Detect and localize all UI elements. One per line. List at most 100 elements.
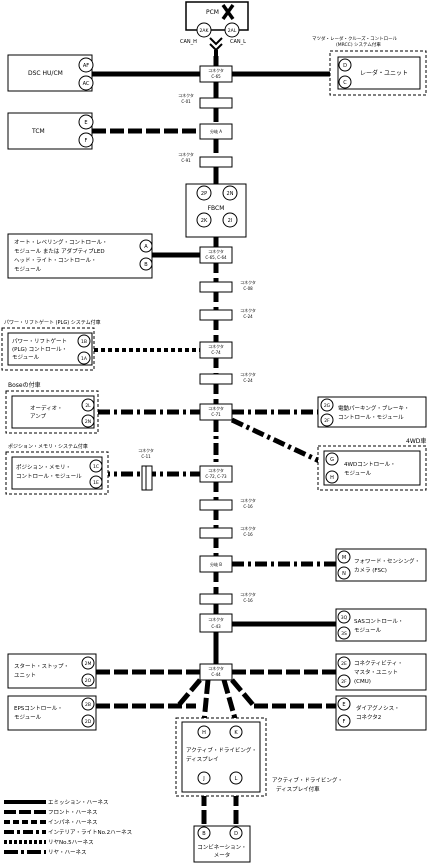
svg-text:分岐 A: 分岐 A (210, 128, 222, 134)
svg-text:モジュール: モジュール (12, 354, 40, 361)
svg-text:2B: 2B (85, 702, 91, 708)
plg-note: パワー・リフトゲート (PLG) システム付車 (4, 319, 101, 326)
can-h-label: CAN_H (180, 39, 197, 45)
cmu-module: 2E 2F コネクティビティ・ マスタ・ユニット (CMU) (335, 653, 427, 691)
svg-text:(PLG) コントロール・: (PLG) コントロール・ (12, 346, 67, 353)
svg-text:C: C (343, 80, 347, 86)
svg-text:J: J (202, 776, 204, 782)
svg-text:パワー・リフトゲート: パワー・リフトゲート (12, 337, 67, 345)
fbcm-module: 2P 2N FBCM 2K 2I (185, 183, 247, 238)
svg-text:2G: 2G (324, 403, 331, 409)
svg-text:DSC HU/CM: DSC HU/CM (28, 70, 63, 77)
svg-text:AC: AC (83, 81, 90, 87)
pcm-module: PCM 2AK 2AL CAN_H CAN_L (180, 1, 249, 56)
connector-c91: コネクタ C-91 (178, 151, 233, 168)
svg-text:H: H (202, 730, 206, 736)
svg-text:F: F (85, 138, 88, 144)
svg-text:H: H (330, 475, 334, 481)
svg-text:FBCM: FBCM (208, 205, 225, 212)
svg-text:C-74: C-74 (211, 350, 221, 355)
svg-text:SASコントロール・: SASコントロール・ (354, 618, 403, 625)
svg-text:L: L (235, 776, 238, 782)
combination-meter-module: B D コンビネーション・ メータ (193, 825, 251, 863)
mrcc-note: (MRCC) システム付車 (336, 41, 381, 48)
adisplay-note: ディスプレイ付車 (276, 785, 320, 793)
adisplay-note: アクティブ・ドライビング・ (272, 776, 343, 784)
position-memory-module: ポジション・メモリ・システム付車 ポジション・メモリ・ コントロール・モジュール… (5, 443, 109, 495)
svg-text:N: N (342, 571, 346, 577)
split-a: 分岐 A (199, 123, 233, 140)
svg-text:2E: 2E (341, 661, 347, 667)
svg-text:M: M (342, 555, 346, 561)
svg-text:AF: AF (83, 63, 89, 69)
audio-amp-module: Boseの付車 オーディオ・ アンプ 2L 2N (5, 381, 99, 434)
connector-c16c: コネクタ C-16 (199, 591, 256, 605)
svg-text:C-16: C-16 (243, 598, 253, 603)
svg-text:2M: 2M (85, 661, 92, 667)
svg-text:コネクタ: コネクタ (240, 279, 256, 285)
connector-c11: コネクタ C-11 (138, 447, 154, 491)
legend-labels: エミッション・ハーネス フロント・ハーネス インパネ・ハーネス インテリア・ライ… (48, 799, 132, 856)
svg-text:C-11: C-11 (141, 454, 151, 459)
svg-text:2N: 2N (85, 419, 91, 425)
cross-icon (221, 3, 235, 21)
pcm-label: PCM (206, 9, 219, 16)
svg-text:モジュール: モジュール (354, 627, 382, 634)
svg-text:レーダ・ユニット: レーダ・ユニット (360, 69, 408, 77)
epb-module: 2G 2F 電動パーキング・ブレーキ・ コントロール・モジュール (317, 396, 427, 428)
svg-text:C-01: C-01 (181, 99, 191, 104)
svg-text:コネクタ: コネクタ (138, 447, 154, 453)
svg-text:B: B (202, 831, 206, 837)
connector-c43: コネクタ C-43 (199, 613, 233, 633)
harness-lines (92, 56, 338, 826)
svg-text:ヘッド・ライト・コントロール・: ヘッド・ライト・コントロール・ (14, 257, 97, 264)
svg-text:C-08: C-08 (243, 286, 253, 291)
modules: DSC HU/CM AF AC マツダ・レーダ・クルーズ・コントロール (MRC… (1, 35, 427, 863)
active-driving-display-module: H K アクティブ・ドライビング・ ディスプレイ J L アクティブ・ドライビン… (175, 717, 343, 797)
svg-text:C-16: C-16 (243, 504, 253, 509)
svg-text:4WDコントロール・: 4WDコントロール・ (344, 461, 396, 468)
svg-text:ポジション・メモリ・: ポジション・メモリ・ (16, 464, 71, 471)
svg-text:コネクタ: コネクタ (208, 467, 224, 473)
svg-text:モジュール または アダプティブLED: モジュール または アダプティブLED (14, 247, 105, 255)
svg-text:コネクタ: コネクタ (208, 248, 224, 254)
svg-text:コネクタ: コネクタ (240, 497, 256, 503)
svg-text:3Q: 3Q (341, 615, 348, 621)
diagnosis-connector-module: E F ダイアグノシス・ コネクタ2 (335, 695, 427, 731)
svg-text:2P: 2P (201, 191, 207, 197)
svg-text:2F: 2F (341, 679, 347, 685)
svg-text:1C: 1C (93, 464, 99, 470)
memory-note: ポジション・メモリ・システム付車 (8, 443, 88, 450)
svg-text:C-24: C-24 (243, 314, 253, 319)
legend-item: エミッション・ハーネス (48, 799, 109, 806)
fsc-module: M N フォワード・センシング・ カメラ (FSC) (335, 548, 427, 582)
connector-c16a: コネクタ C-16 (199, 497, 256, 511)
svg-text:コネクタ: コネクタ (208, 665, 224, 671)
svg-text:2I: 2I (228, 218, 233, 224)
svg-text:2O: 2O (85, 678, 92, 684)
tcm-module: TCM E F (7, 112, 94, 150)
connector-c65: コネクタ C-65 (199, 65, 233, 83)
svg-text:E: E (84, 120, 87, 126)
radar-module: マツダ・レーダ・クルーズ・コントロール (MRCC) システム付車 D C レー… (312, 35, 427, 96)
connector-c16b: コネクタ C-16 (199, 525, 256, 539)
sas-module: 3Q 3S SASコントロール・ モジュール (335, 608, 427, 642)
svg-text:コネクティビティ・: コネクティビティ・ (354, 659, 403, 667)
svg-text:コネクタ: コネクタ (240, 525, 256, 531)
svg-text:C-72, C-73: C-72, C-73 (205, 474, 227, 479)
connector-c65-c64: コネクタ C-65, C-64 (199, 246, 233, 264)
svg-text:E: E (342, 702, 345, 708)
svg-text:モジュール: モジュール (14, 714, 42, 721)
svg-text:C-43: C-43 (211, 624, 221, 629)
svg-text:フォワード・センシング・: フォワード・センシング・ (354, 557, 420, 565)
fourwd-note: 4WD車 (406, 437, 426, 445)
split-b: 分岐 B (199, 555, 233, 573)
svg-text:2F: 2F (324, 418, 330, 424)
svg-text:C-65, C-64: C-65, C-64 (205, 255, 227, 260)
svg-text:C-44: C-44 (211, 672, 221, 677)
svg-text:メータ: メータ (214, 851, 231, 859)
svg-text:モジュール: モジュール (344, 470, 372, 477)
svg-text:コネクタ: コネクタ (178, 151, 194, 157)
svg-text:EPSコントロール・: EPSコントロール・ (14, 705, 63, 712)
